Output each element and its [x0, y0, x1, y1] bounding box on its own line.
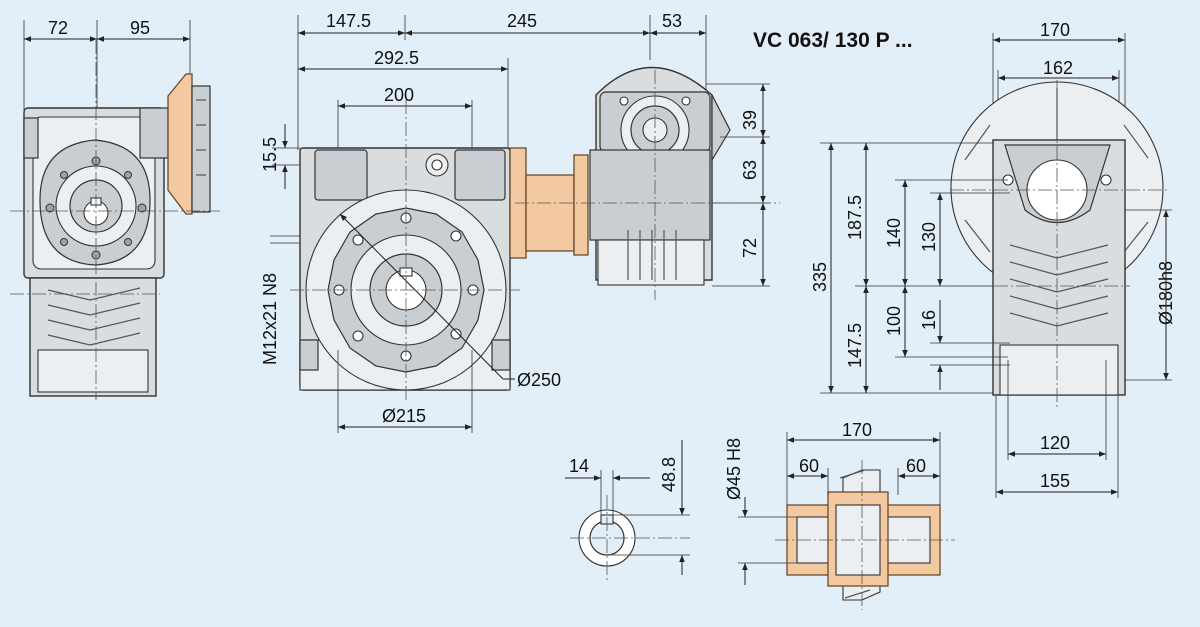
left-side-view: 72 95	[10, 18, 220, 400]
dim-dia-250: Ø250	[517, 370, 561, 390]
dim-130: 130	[919, 222, 939, 252]
dim-162: 162	[1043, 58, 1073, 78]
dim-dia-215: Ø215	[382, 406, 426, 426]
hollow-shaft-detail: 170 60 60 Ø45 H8	[724, 420, 955, 610]
dim-200: 200	[384, 85, 414, 105]
dim-48-8: 48.8	[659, 457, 679, 492]
dim-95-left: 95	[130, 18, 150, 38]
dim-72-left: 72	[48, 18, 68, 38]
dim-dia-180: Ø180h8	[1156, 261, 1176, 325]
dim-170-right: 170	[1040, 20, 1070, 40]
dim-245: 245	[507, 11, 537, 31]
dim-53: 53	[662, 11, 682, 31]
dim-14: 14	[569, 456, 589, 476]
dim-60-left: 60	[799, 456, 819, 476]
dim-292-5: 292.5	[374, 48, 419, 68]
dim-dia-45: Ø45 H8	[724, 438, 744, 500]
dim-72-right: 72	[740, 238, 760, 258]
dim-60-right: 60	[906, 456, 926, 476]
front-view: 147.5 245 53 292.5 200 15.5 M12x21 N8	[260, 11, 780, 433]
dim-15-5: 15.5	[260, 137, 280, 172]
dim-147-5-right: 147.5	[845, 323, 865, 368]
dim-thread: M12x21 N8	[260, 273, 280, 365]
dim-155: 155	[1040, 471, 1070, 491]
right-side-view: 170 162	[810, 20, 1176, 498]
dim-100: 100	[884, 306, 904, 336]
dim-39: 39	[740, 110, 760, 130]
dim-140: 140	[884, 218, 904, 248]
dim-63: 63	[740, 160, 760, 180]
dim-335: 335	[810, 262, 830, 292]
keyway-detail: 14 48.8	[565, 440, 690, 580]
dim-187-5: 187.5	[845, 195, 865, 240]
dim-147-5-top: 147.5	[326, 11, 371, 31]
model-title: VC 063/ 130 P ...	[753, 29, 913, 52]
dim-120: 120	[1040, 433, 1070, 453]
dim-170-shaft: 170	[842, 420, 872, 440]
dim-16: 16	[919, 310, 939, 330]
